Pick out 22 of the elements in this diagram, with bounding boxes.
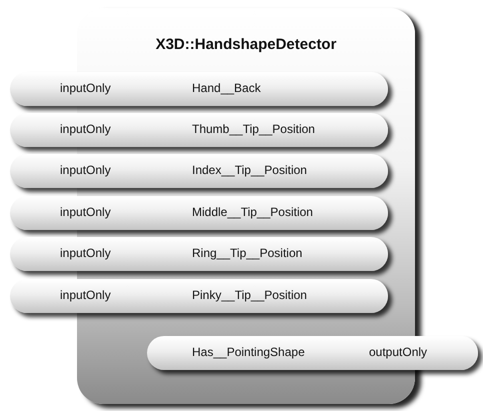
field-text: inputOnly [60, 81, 111, 95]
field-bar [10, 196, 388, 230]
field-text: Ring__Tip__Position [192, 246, 302, 260]
field-text: inputOnly [60, 163, 111, 177]
field-text: inputOnly [60, 246, 111, 260]
field-bar [10, 279, 388, 313]
field-text: inputOnly [60, 205, 111, 219]
node-title: X3D::HandshapeDetector [154, 36, 338, 53]
field-bar [10, 237, 388, 271]
field-text: inputOnly [60, 122, 111, 136]
field-bar [10, 72, 388, 106]
field-text: Thumb__Tip__Position [192, 122, 315, 136]
field-text: Middle__Tip__Position [192, 205, 313, 219]
field-bar [10, 113, 388, 147]
field-text: Index__Tip__Position [192, 163, 307, 177]
field-text: Has__PointingShape [192, 345, 305, 359]
field-text: Pinky__Tip__Position [192, 288, 307, 302]
field-text: Hand__Back [192, 81, 261, 95]
field-bar [147, 336, 478, 370]
field-text: inputOnly [60, 288, 111, 302]
field-text: outputOnly [369, 345, 428, 359]
field-bar [10, 154, 388, 188]
